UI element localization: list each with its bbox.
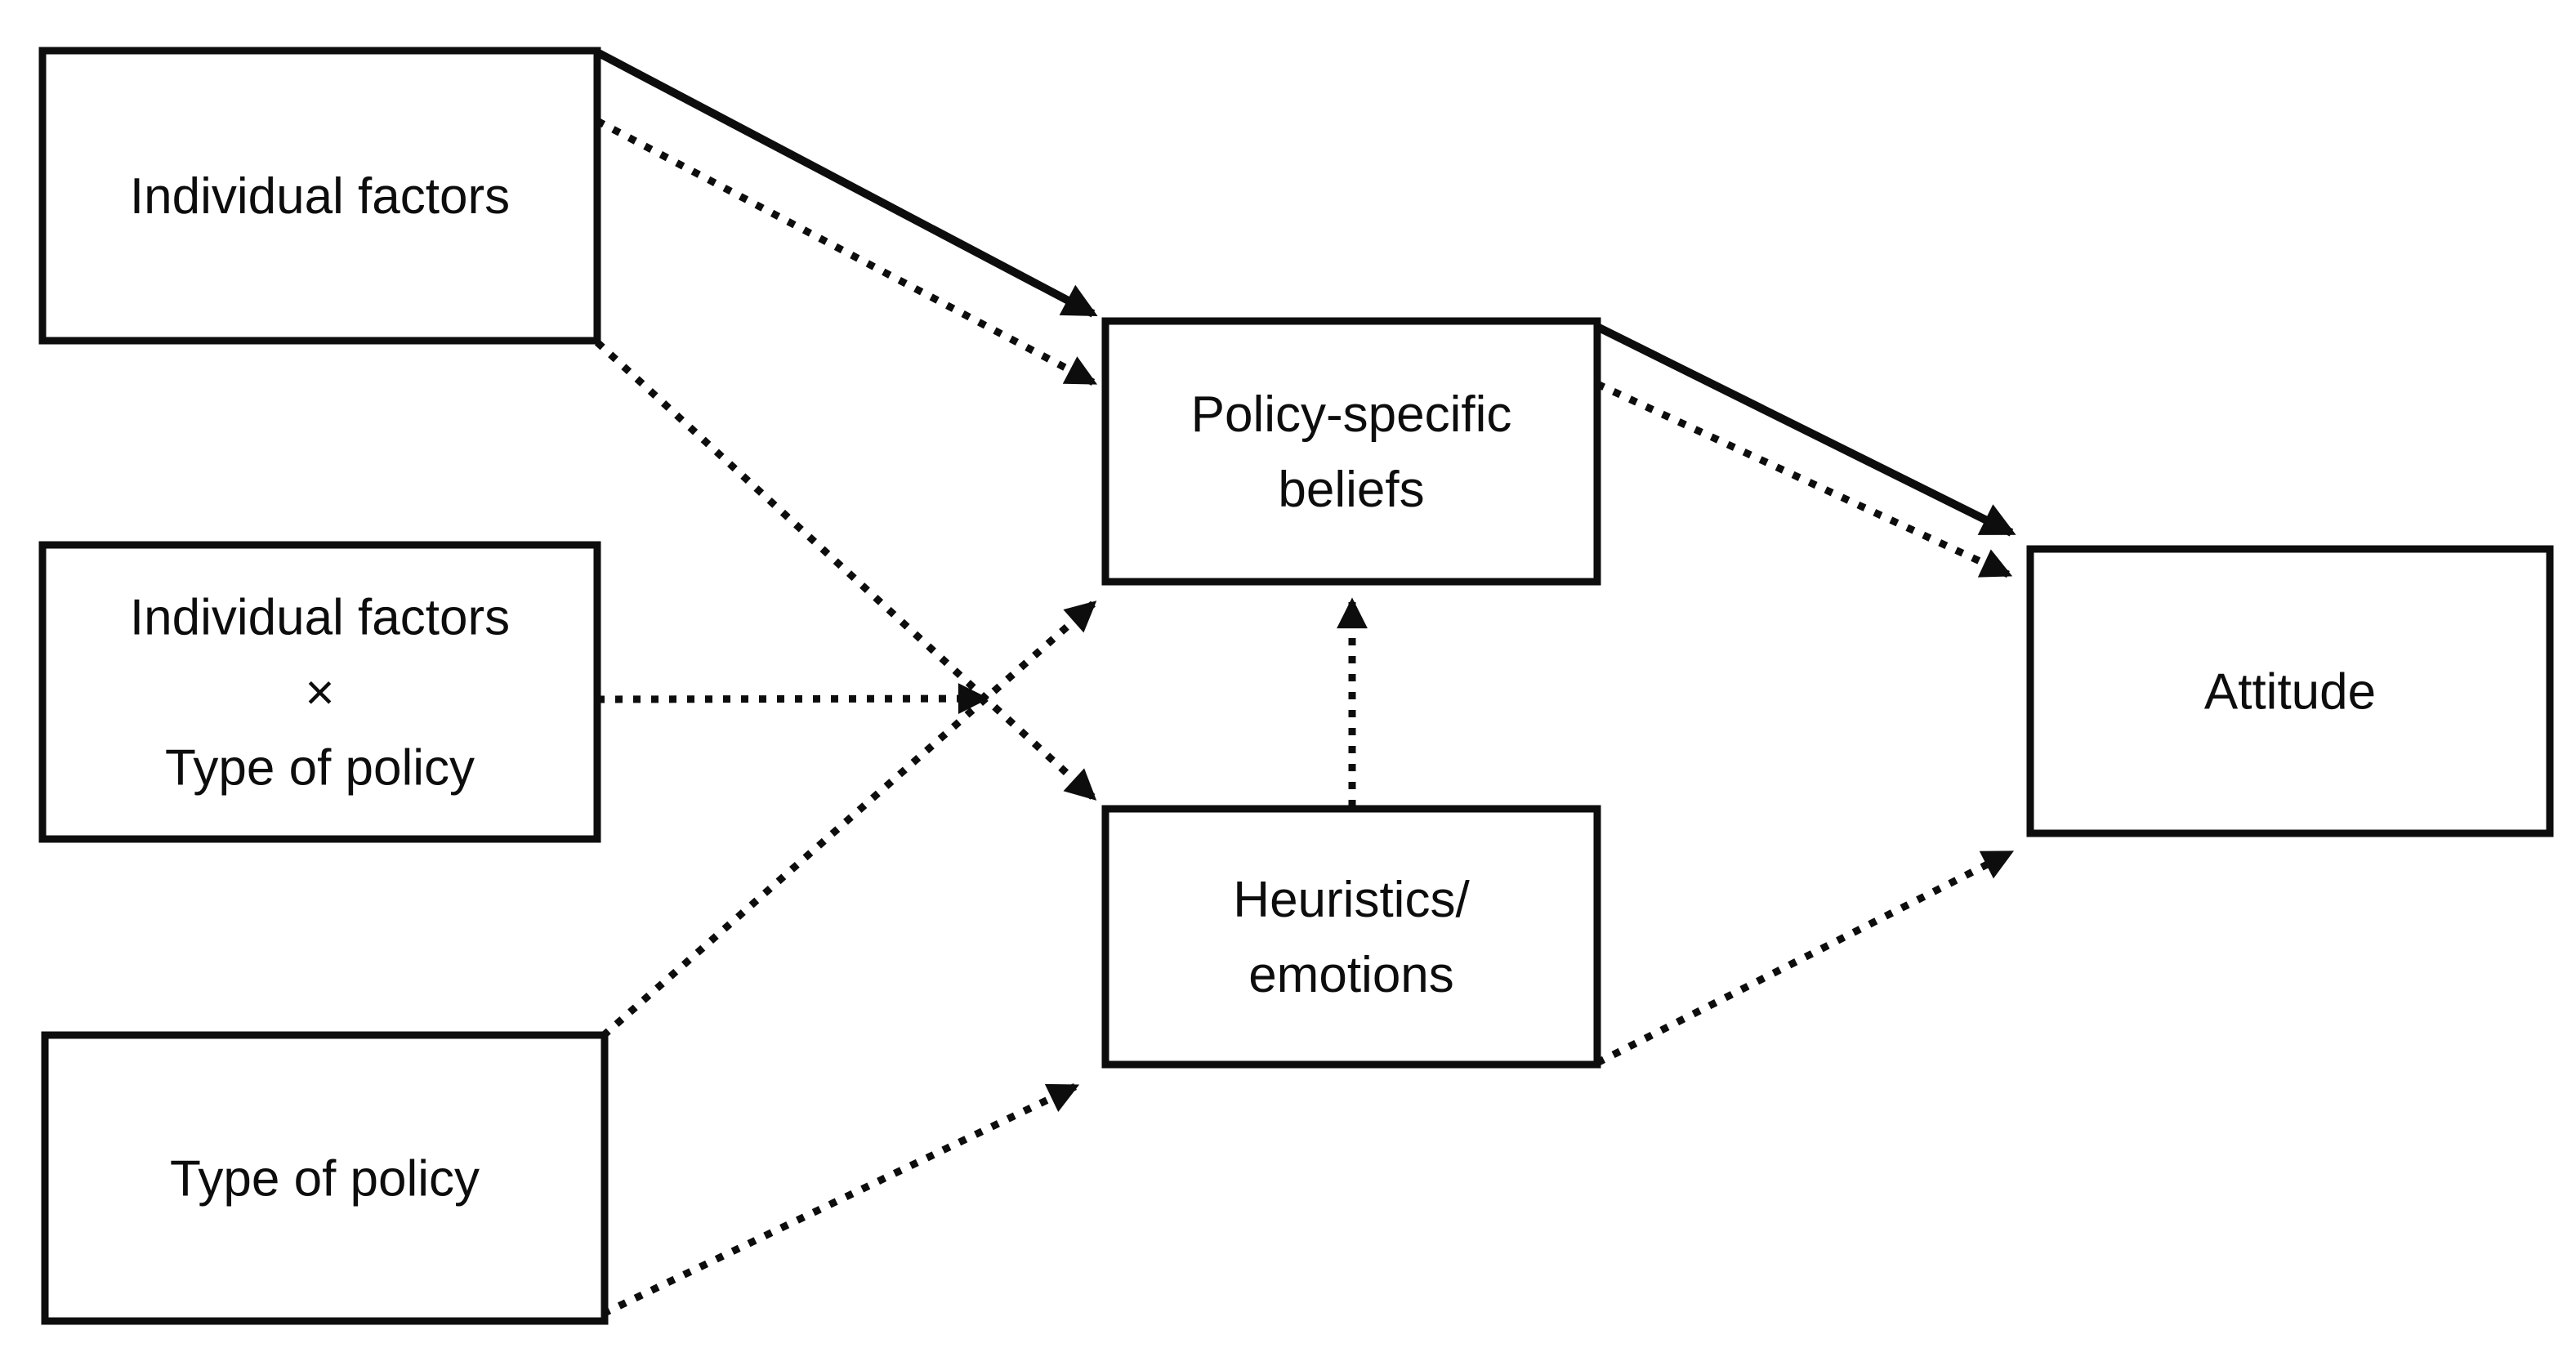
edge-individual-factors-to-beliefs-solid <box>595 48 1098 318</box>
edge-type-of-policy-to-beliefs-dotted <box>600 600 1097 1039</box>
node-attitude: Attitude <box>2026 545 2554 837</box>
individual-factors-x-type-of-policy-box <box>38 541 601 843</box>
edge-beliefs-to-attitude-solid <box>1595 323 2016 537</box>
attitude-box <box>2026 545 2554 837</box>
edge-individual-factors-to-heuristics-dotted <box>594 339 1097 801</box>
policy-specific-beliefs-box <box>1101 317 1601 586</box>
edges-layer <box>594 48 2016 1318</box>
individual-factors-label: Individual factors <box>130 168 510 225</box>
type-of-policy-box <box>41 1031 609 1325</box>
type-of-policy-label: Type of policy <box>170 1151 480 1208</box>
node-type-of-policy: Type of policy <box>41 1031 609 1325</box>
edge-heuristics-to-attitude-dotted <box>1595 849 2015 1067</box>
individual-factors-box <box>38 47 601 345</box>
edge-beliefs-to-attitude-dotted <box>1596 380 2013 578</box>
heuristics-emotions-label: Heuristics/emotions <box>1233 872 1470 1003</box>
individual-factors-x-type-of-policy-label: Individual factors×Type of policy <box>130 590 510 797</box>
node-individual-factors-x-type-of-policy: Individual factors×Type of policy <box>38 541 601 843</box>
edge-individual-factors-to-beliefs-dotted <box>595 118 1098 386</box>
heuristics-emotions-box <box>1101 805 1601 1069</box>
node-heuristics-emotions: Heuristics/emotions <box>1101 805 1601 1069</box>
edge-type-of-policy-to-heuristics-dotted <box>601 1083 1080 1318</box>
node-individual-factors: Individual factors <box>38 47 601 345</box>
attitude-label: Attitude <box>2204 664 2376 721</box>
